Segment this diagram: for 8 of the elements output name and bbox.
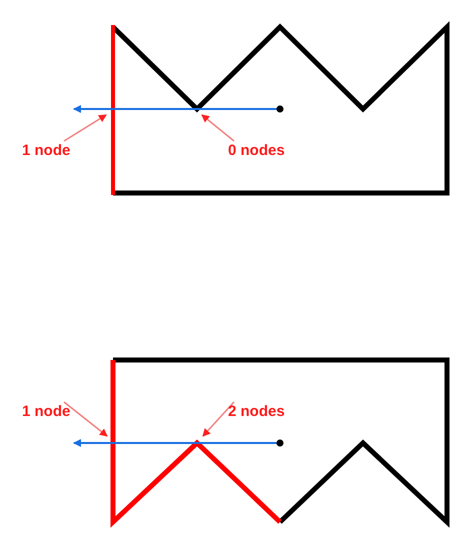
- leader-line: [201, 114, 234, 142]
- count-label: 2 nodes: [228, 403, 285, 421]
- count-label: 0 nodes: [228, 142, 285, 160]
- leader-line: [202, 402, 235, 437]
- count-label: 1 node: [22, 403, 70, 421]
- leader-line: [64, 401, 108, 437]
- leader-line: [64, 114, 107, 142]
- count-label: 1 node: [22, 142, 70, 160]
